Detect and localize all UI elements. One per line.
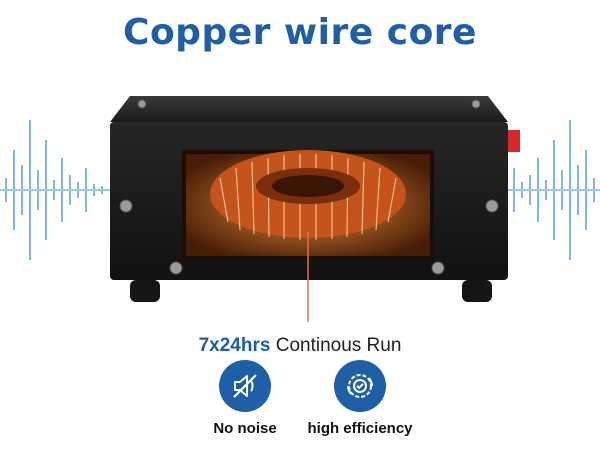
feature-label: high efficiency xyxy=(307,420,413,437)
efficiency-gear-icon xyxy=(334,360,386,412)
sound-wave-left-icon xyxy=(0,120,130,260)
feature-label: No noise xyxy=(213,420,277,437)
continuous-run-caption: 7x24hrs Continous Run xyxy=(0,335,600,357)
caption-emphasis: 7x24hrs xyxy=(198,335,271,356)
caption-text: Continous Run xyxy=(270,335,402,356)
mute-speaker-icon xyxy=(219,360,271,412)
headline: Copper wire core xyxy=(123,12,477,53)
feature-no-noise: No noise xyxy=(185,360,305,437)
transformer-case-illustration xyxy=(110,96,520,322)
feature-high-efficiency: high efficiency xyxy=(300,360,420,437)
